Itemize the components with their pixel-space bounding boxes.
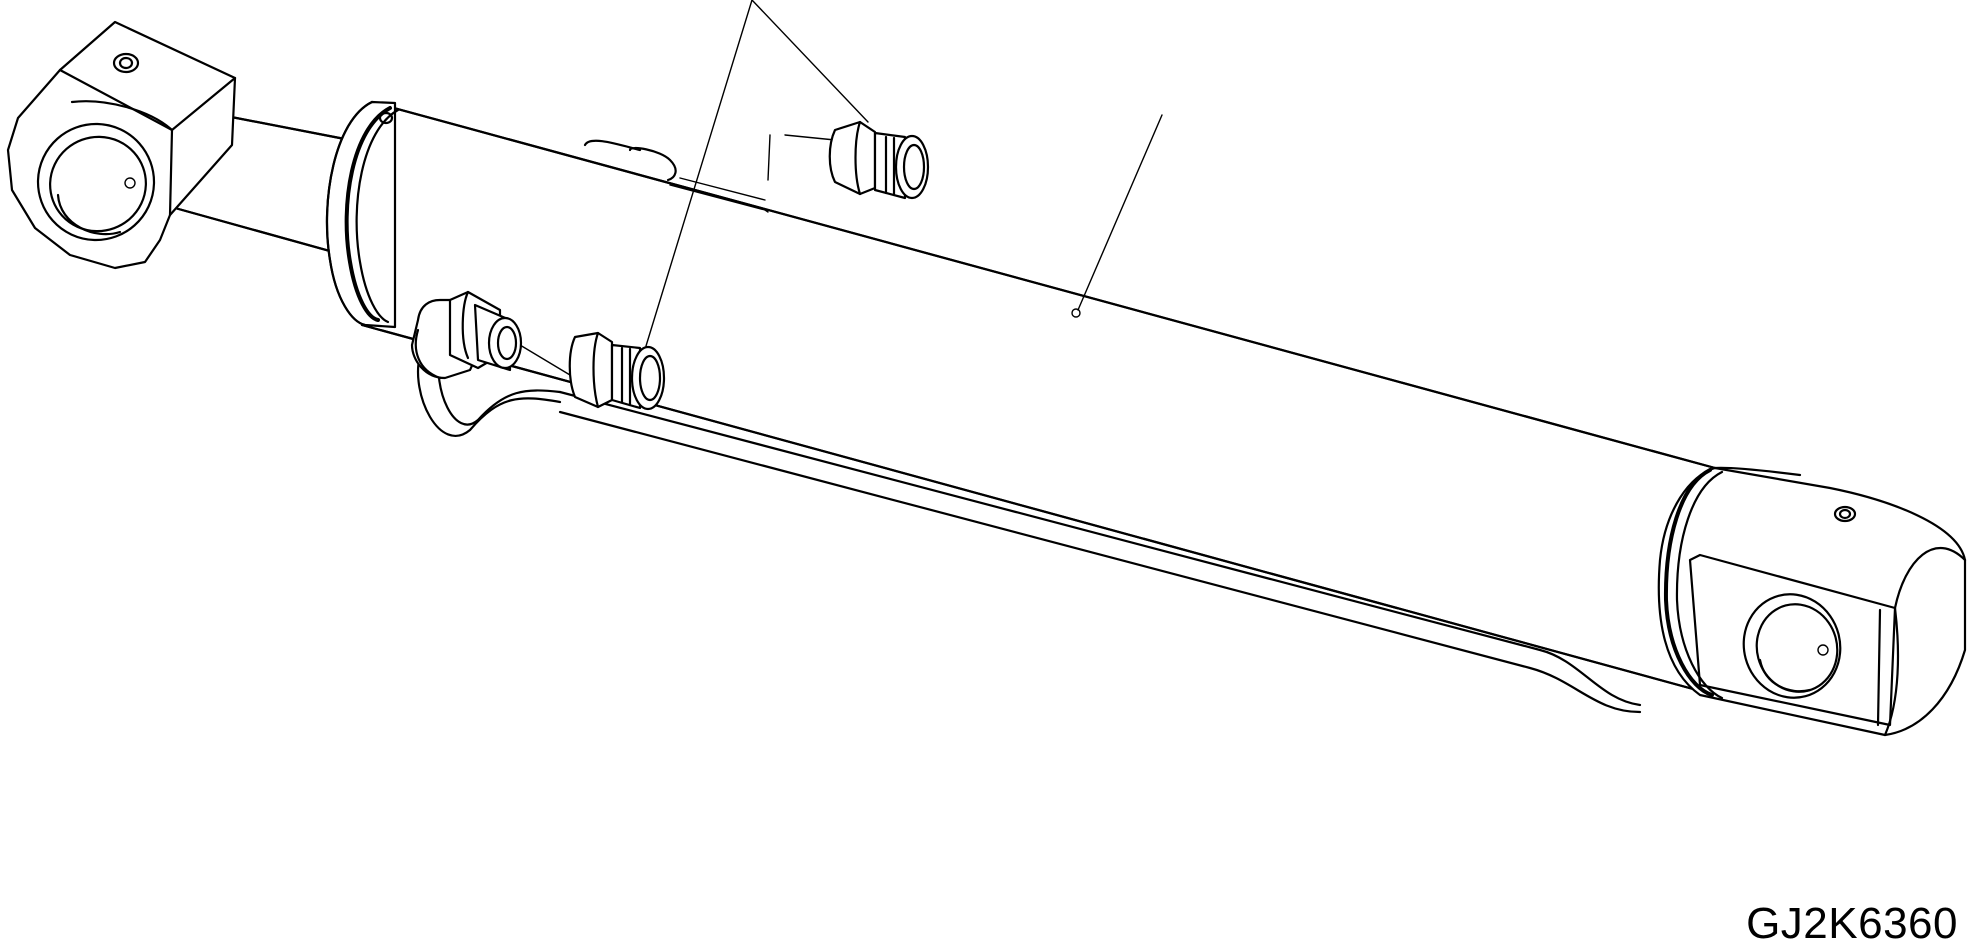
adapter-fitting-lower bbox=[568, 331, 666, 411]
hydraulic-pipe bbox=[416, 348, 1642, 714]
upper-port-block bbox=[583, 139, 766, 211]
bottom-eye bbox=[1657, 466, 1967, 737]
adapter-fitting-upper bbox=[828, 120, 930, 200]
elbow-fitting bbox=[410, 290, 523, 380]
rod-eye bbox=[6, 20, 237, 270]
cylinder-head bbox=[325, 100, 400, 329]
leader-lines bbox=[519, 0, 1163, 376]
drawing-code-label: GJ2K6360 bbox=[1746, 899, 1958, 948]
cylinder-barrel bbox=[360, 100, 1717, 697]
